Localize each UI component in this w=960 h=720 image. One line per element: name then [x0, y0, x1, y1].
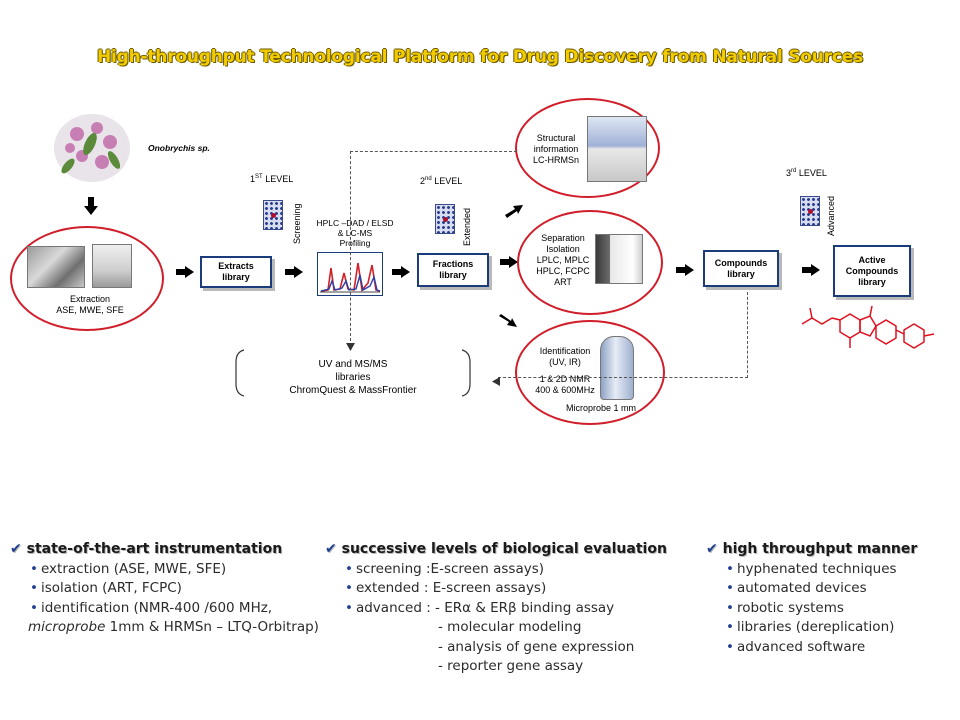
extraction-photo-1 [27, 246, 85, 288]
extraction-title: Extraction [69, 294, 111, 304]
structural-text: Structural information LC-HRMSn [532, 133, 579, 165]
microprobe-label: Microprobe 1 mm [566, 403, 637, 413]
col2-heading: ✔ successive levels of biological evalua… [325, 541, 667, 557]
col-instrumentation: ✔ state-of-the-art instrumentation •extr… [10, 540, 340, 638]
libraries-bracket [234, 348, 472, 398]
extracts-library-box: Extracts library [200, 256, 272, 288]
col3-heading: ✔ high throughput manner [706, 541, 918, 557]
bullet-icon: • [726, 580, 734, 596]
diagonal-down-arrow-icon [499, 313, 517, 334]
extended-label: Extended [462, 207, 472, 246]
bullet-icon: • [726, 560, 734, 577]
col1-heading: ✔ state-of-the-art instrumentation [10, 541, 283, 557]
bullet-icon: • [345, 580, 353, 596]
microplate-icon [263, 200, 283, 230]
plant-image [52, 112, 132, 184]
extraction-photo-2 [92, 244, 132, 288]
diagonal-up-arrow-icon [505, 203, 523, 224]
bullet-icon: • [726, 619, 734, 635]
extraction-text: Extraction ASE, MWE, SFE [40, 294, 140, 316]
down-arrowhead-icon [346, 338, 355, 356]
right-arrow-icon [802, 263, 820, 281]
level1-label: 1ST LEVEL [250, 174, 294, 184]
advanced-label: Advanced [826, 195, 836, 236]
col-high-throughput: ✔ high throughput manner •hyphenated tec… [706, 540, 956, 657]
feedback-line [350, 151, 517, 152]
bullet-icon: • [726, 599, 734, 616]
col-biological-evaluation: ✔ successive levels of biological evalua… [325, 540, 675, 677]
hplc-text: HPLC –DAD / ELSD & LC-MS Profiling [316, 218, 394, 248]
feedback-line [498, 377, 748, 378]
lc-hrms-instrument-photo [587, 116, 647, 182]
down-arrow-icon [84, 197, 98, 220]
extracts-label-2: library [222, 272, 250, 282]
check-icon: ✔ [325, 541, 337, 557]
active-compounds-box: Active Compounds library [833, 245, 911, 297]
identification-oval [515, 320, 665, 425]
bullet-icon: • [30, 580, 38, 596]
page-title: High-throughput Technological Platform f… [97, 47, 863, 67]
fractions-library-box: Fractions library [417, 253, 489, 287]
bullet-icon: • [726, 638, 734, 655]
right-arrow-icon [500, 255, 518, 273]
bullet-icon: • [345, 560, 353, 577]
right-arrow-icon [392, 265, 410, 283]
separation-text: Separation Isolation LPLC, MPLC HPLC, FC… [536, 233, 590, 287]
microplate-icon [800, 196, 820, 226]
extracts-label-1: Extracts [218, 261, 254, 271]
feedback-line [747, 292, 748, 378]
left-arrowhead-icon [492, 373, 500, 391]
check-icon: ✔ [706, 541, 718, 557]
molecule-structure-image [800, 300, 950, 360]
bullet-icon: • [345, 599, 353, 616]
right-arrow-icon [285, 265, 303, 283]
extraction-methods: ASE, MWE, SFE [56, 305, 124, 315]
feedback-line [350, 151, 351, 341]
microplate-icon [435, 204, 455, 234]
compounds-library-box: Compounds library [703, 250, 779, 287]
bullet-icon: • [30, 599, 38, 616]
identification-text: Identification (UV, IR) 1 & 2D NMR 400 &… [535, 346, 595, 395]
plant-label: Onobrychis sp. [148, 143, 210, 153]
check-icon: ✔ [10, 541, 22, 557]
separation-instrument-photo [595, 234, 643, 284]
separation-oval [517, 210, 663, 315]
right-arrow-icon [676, 263, 694, 281]
bullet-icon: • [30, 560, 38, 577]
level3-label: 3rd LEVEL [786, 168, 827, 178]
libraries-text: UV and MS/MS libraries ChromQuest & Mass… [289, 359, 417, 396]
right-arrow-icon [176, 265, 194, 283]
nmr-instrument-photo [600, 336, 634, 400]
level2-label: 2nd LEVEL [420, 176, 463, 186]
